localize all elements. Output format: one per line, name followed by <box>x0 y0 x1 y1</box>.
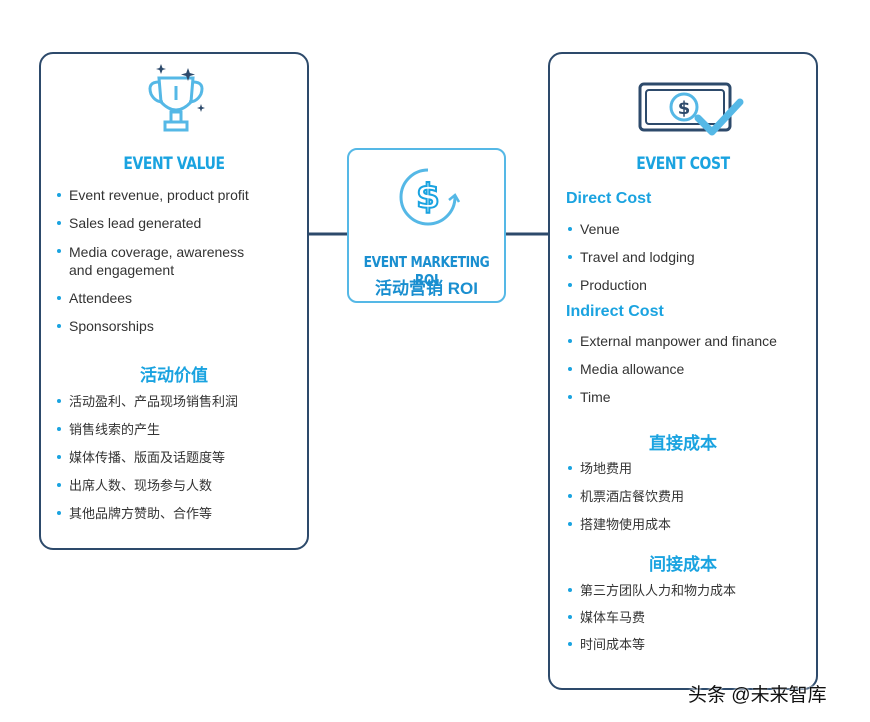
indirect-cost-zh-title: 间接成本 <box>649 555 717 574</box>
list-item: 媒体车马费 <box>568 609 808 626</box>
list-item: 销售线索的产生 <box>57 421 297 438</box>
list-item: Media allowance <box>568 361 813 378</box>
list-item: 活动盈利、产品现场销售利润 <box>57 393 297 410</box>
svg-text:$: $ <box>678 98 691 119</box>
list-item: 场地费用 <box>568 460 808 477</box>
watermark: 头条 @未来智库 <box>688 685 827 706</box>
event-value-zh-title: 活动价值 <box>140 366 208 385</box>
list-item: 其他品牌方赞助、合作等 <box>57 505 297 522</box>
list-item: Production <box>568 277 808 294</box>
direct-cost-title: Direct Cost <box>566 190 652 207</box>
list-item: Sales lead generated <box>57 215 297 232</box>
list-item: 出席人数、现场参与人数 <box>57 477 297 494</box>
indirect-cost-title: Indirect Cost <box>566 303 664 320</box>
list-item: 机票酒店餐饮费用 <box>568 488 808 505</box>
list-item: Venue <box>568 221 808 238</box>
direct-cost-list: Venue Travel and lodging Production <box>568 221 808 294</box>
list-item: 第三方团队人力和物力成本 <box>568 582 808 599</box>
cash-check-icon: $ <box>638 82 744 136</box>
event-cost-title: EVENT COST <box>636 154 730 174</box>
roi-zh-title: 活动营销 ROI <box>375 279 478 298</box>
list-item: Time <box>568 389 813 406</box>
direct-cost-zh-list: 场地费用 机票酒店餐饮费用 搭建物使用成本 <box>568 460 808 533</box>
list-item: Travel and lodging <box>568 249 808 266</box>
list-item: 时间成本等 <box>568 636 808 653</box>
list-item: 搭建物使用成本 <box>568 516 808 533</box>
roi-title: EVENT MARKETING ROI <box>363 253 490 289</box>
indirect-cost-list: External manpower and finance Media allo… <box>568 333 813 406</box>
roi-card: $ EVENT MARKETING ROI 活动营销 ROI <box>347 148 506 303</box>
event-value-list: Event revenue, product profit Sales lead… <box>57 187 297 335</box>
trophy-icon <box>148 64 205 132</box>
indirect-cost-zh-list: 第三方团队人力和物力成本 媒体车马费 时间成本等 <box>568 582 808 653</box>
event-cost-card: $ EVENT COST Direct Cost Venue Travel an… <box>548 52 818 690</box>
list-item: External manpower and finance <box>568 333 813 350</box>
event-value-zh-list: 活动盈利、产品现场销售利润 销售线索的产生 媒体传播、版面及话题度等 出席人数、… <box>57 393 297 522</box>
svg-text:$: $ <box>416 177 440 217</box>
list-item: Event revenue, product profit <box>57 187 297 204</box>
event-value-title: EVENT VALUE <box>123 154 225 174</box>
list-item: Attendees <box>57 290 297 307</box>
list-item: Sponsorships <box>57 318 297 335</box>
dollar-cycle-icon: $ <box>399 168 461 226</box>
direct-cost-zh-title: 直接成本 <box>649 434 717 453</box>
list-item: 媒体传播、版面及话题度等 <box>57 449 297 466</box>
event-value-card: EVENT VALUE Event revenue, product profi… <box>39 52 309 550</box>
list-item: Media coverage, awareness and engagement <box>57 243 254 279</box>
